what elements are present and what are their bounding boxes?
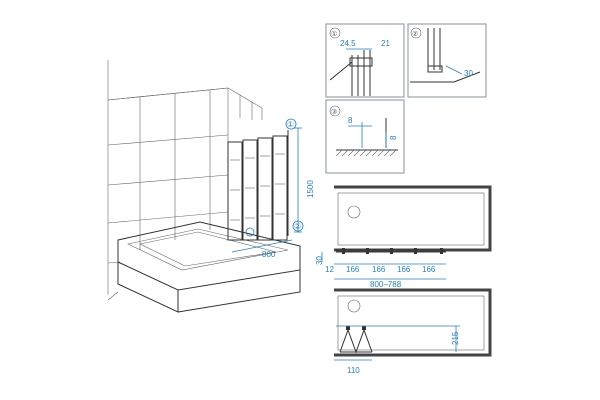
detail-1-dim-b: 21 (381, 39, 390, 48)
detail-1-number: ① (331, 30, 337, 38)
iso-circle-label-2: ② (294, 222, 301, 231)
detail-3-box: ③ 8 8 (325, 99, 405, 174)
iso-circle-label-1: ① (287, 120, 294, 129)
detail-2-dim-a: 30 (464, 69, 473, 78)
iso-dimensions (231, 118, 304, 253)
detail-3-dim-a: 8 (348, 116, 353, 125)
detail-2-box: ② 30 (407, 23, 487, 98)
detail-1-box: ① 24.5 21 (325, 23, 405, 98)
wall-tiles (107, 60, 263, 301)
detail-3-number: ③ (331, 108, 337, 116)
iso-height-label: 1500 (306, 180, 315, 198)
plan-top-total-label: 800–788 (370, 280, 402, 289)
isometric-bathroom-view: ① ② 1500 800 (107, 60, 315, 313)
detail-2-number: ② (412, 30, 418, 38)
detail-3-dim-b: 8 (389, 135, 398, 140)
plan-top-segment-2: 166 (372, 265, 386, 274)
plan-top-segment-4: 166 (422, 265, 436, 274)
plan-top-segment-3: 166 (397, 265, 411, 274)
iso-width-label: 800 (262, 250, 276, 259)
detail-1-dim-a: 24.5 (340, 39, 356, 48)
plan-view-top: 30 12 166 166 166 166 800–788 (315, 185, 492, 289)
plan-bottom-width-label: 110 (347, 366, 360, 375)
plan-top-side-label: 12 (325, 265, 334, 274)
folding-screen (227, 130, 289, 241)
bathtub (117, 221, 301, 313)
plan-bottom-depth-label: 215 (451, 331, 460, 345)
plan-top-gap-label: 30 (315, 256, 324, 265)
plan-top-segment-1: 166 (346, 265, 360, 274)
plan-view-bottom: 215 110 (334, 288, 492, 375)
